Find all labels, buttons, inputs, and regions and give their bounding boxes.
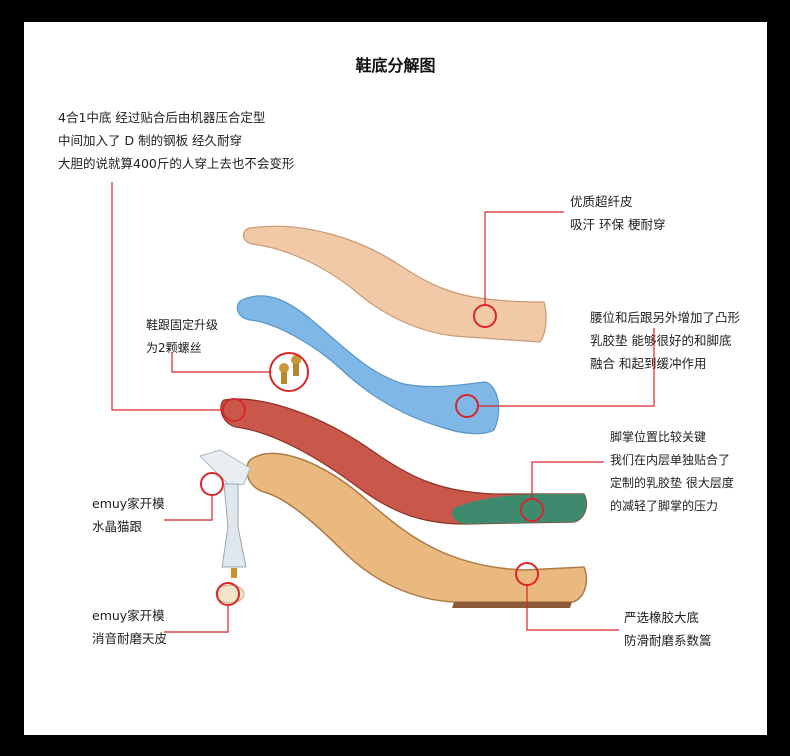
intro-line: 大胆的说就算400斤的人穿上去也不会变形: [58, 156, 295, 171]
callout-line: 防滑耐磨系数篙: [624, 633, 712, 648]
callout-heeltip: emuy家开模 消音耐磨天皮: [92, 604, 167, 650]
callout-heel: emuy家开模 水晶猫跟: [92, 492, 165, 538]
callout-line: 优质超纤皮: [570, 194, 633, 209]
latex-layer: [236, 295, 500, 435]
callout-outsole: 严选橡胶大底 防滑耐磨系数篙: [624, 606, 712, 652]
callout-latex: 腰位和后跟另外增加了凸形 乳胶垫 能够很好的和脚底 融合 和起到缓冲作用: [590, 306, 740, 375]
callout-line: emuy家开模: [92, 608, 165, 623]
callout-markers: [111, 182, 655, 633]
callout-line: 消音耐磨天皮: [92, 631, 168, 646]
callout-line: 为2颗螺丝: [146, 341, 202, 355]
callout-line: 严选橡胶大底: [624, 610, 700, 625]
callout-line: emuy家开模: [92, 496, 165, 511]
crystal-heel-icon: [199, 449, 251, 568]
callout-leather: 优质超纤皮 吸汗 环保 梗耐穿: [570, 190, 665, 236]
callout-line: 水晶猫跟: [92, 519, 143, 534]
callout-line: 吸汗 环保 梗耐穿: [570, 217, 666, 232]
diagram-canvas: 鞋底分解图 4合1中底 经过贴合后由机器压合定型 中间加入了 D 制的钢板 经久…: [24, 22, 767, 735]
callout-line: 鞋跟固定升级: [146, 318, 219, 332]
callout-line: 乳胶垫 能够很好的和脚底: [590, 333, 732, 348]
callout-line: 脚掌位置比较关键: [610, 430, 707, 444]
exploded-sole-art: [111, 182, 655, 633]
callout-line: 的减轻了脚掌的压力: [610, 499, 719, 513]
callout-line: 融合 和起到缓冲作用: [590, 356, 707, 371]
callout-line: 腰位和后跟另外增加了凸形: [590, 310, 741, 325]
callout-line: 定制的乳胶垫 很大层度: [610, 476, 734, 490]
midsole-forefoot-pad: [452, 494, 587, 524]
intro-text: 4合1中底 经过贴合后由机器压合定型 中间加入了 D 制的钢板 经久耐穿 大胆的…: [58, 106, 294, 175]
screw-icon: [279, 355, 301, 384]
callout-line: 我们在内层单独贴合了: [610, 453, 731, 467]
intro-line: 4合1中底 经过贴合后由机器压合定型: [58, 110, 266, 125]
intro-line: 中间加入了 D 制的钢板 经久耐穿: [58, 133, 243, 148]
callout-forefoot: 脚掌位置比较关键 我们在内层单独贴合了 定制的乳胶垫 很大层度 的减轻了脚掌的压…: [610, 426, 734, 518]
page-title: 鞋底分解图: [355, 56, 436, 75]
leather-layer: [242, 225, 547, 343]
callout-screws: 鞋跟固定升级 为2颗螺丝: [146, 314, 218, 360]
outsole-layer: [245, 452, 588, 603]
